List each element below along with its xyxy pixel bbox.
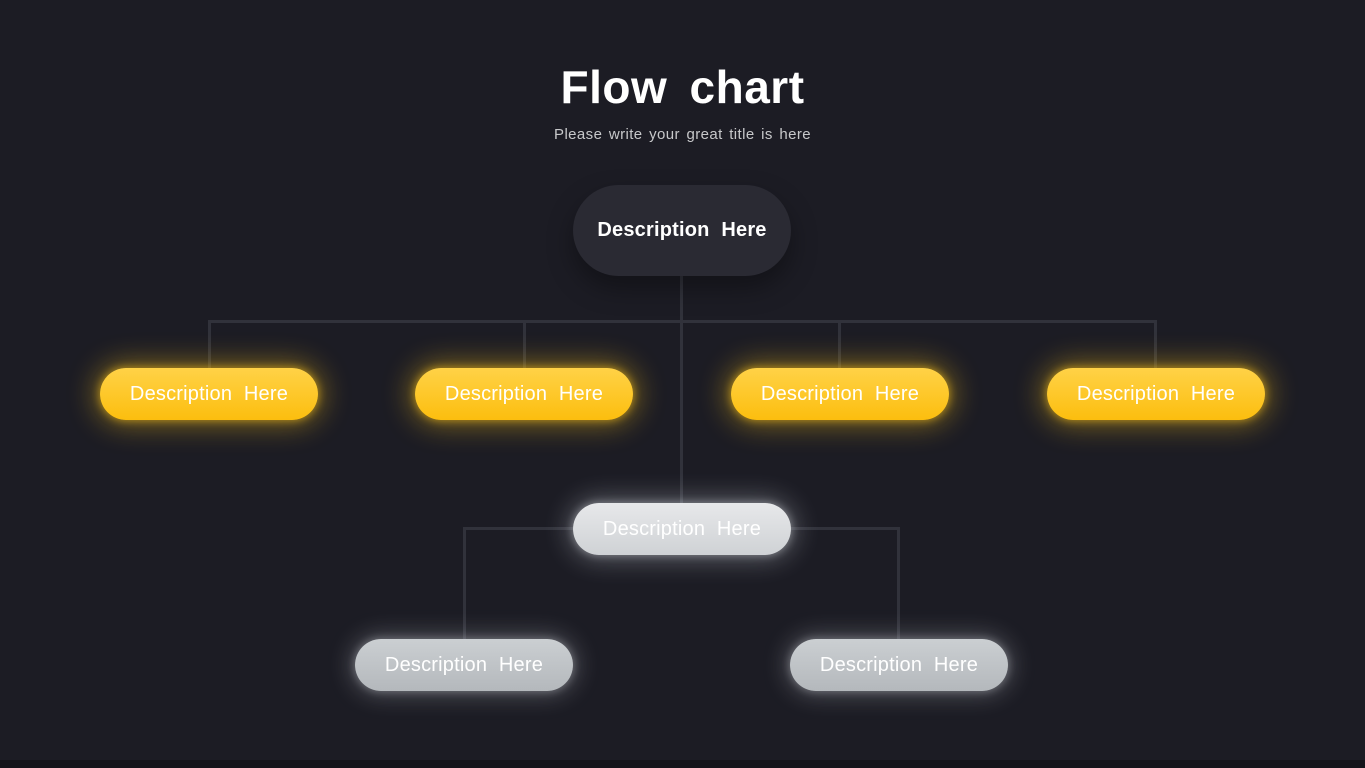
connector-tier1-horizontal bbox=[208, 320, 1157, 323]
connector-branch1-vertical bbox=[208, 320, 211, 368]
branch-node-1-label: Description Here bbox=[129, 382, 289, 405]
bottom-letterbox-strip bbox=[0, 760, 1365, 768]
root-node-label: Description Here bbox=[597, 219, 767, 241]
connector-middle-vertical bbox=[680, 322, 683, 529]
middle-node: Description Here bbox=[573, 503, 791, 555]
leaf-node-1: Description Here bbox=[355, 639, 573, 691]
branch-node-3: Description Here bbox=[731, 368, 949, 420]
branch-node-4-label: Description Here bbox=[1076, 382, 1236, 405]
connector-leaf2-vertical bbox=[897, 527, 900, 640]
branch-node-1: Description Here bbox=[100, 368, 318, 420]
leaf-node-2-label: Description Here bbox=[819, 653, 979, 676]
connector-root-vertical bbox=[680, 276, 683, 322]
leaf-node-1-label: Description Here bbox=[384, 653, 544, 676]
leaf-node-2: Description Here bbox=[790, 639, 1008, 691]
connector-branch2-vertical bbox=[523, 320, 526, 368]
connector-leaf1-vertical bbox=[463, 527, 466, 640]
branch-node-2-label: Description Here bbox=[444, 382, 604, 405]
connector-branch3-vertical bbox=[838, 320, 841, 368]
connector-branch4-vertical bbox=[1154, 320, 1157, 368]
page-subtitle: Please write your great title is here bbox=[554, 126, 811, 143]
page-title: Flow chart bbox=[560, 61, 805, 113]
branch-node-2: Description Here bbox=[415, 368, 633, 420]
root-node: Description Here bbox=[573, 185, 791, 276]
branch-node-3-label: Description Here bbox=[760, 382, 920, 405]
branch-node-4: Description Here bbox=[1047, 368, 1265, 420]
middle-node-label: Description Here bbox=[602, 517, 762, 540]
